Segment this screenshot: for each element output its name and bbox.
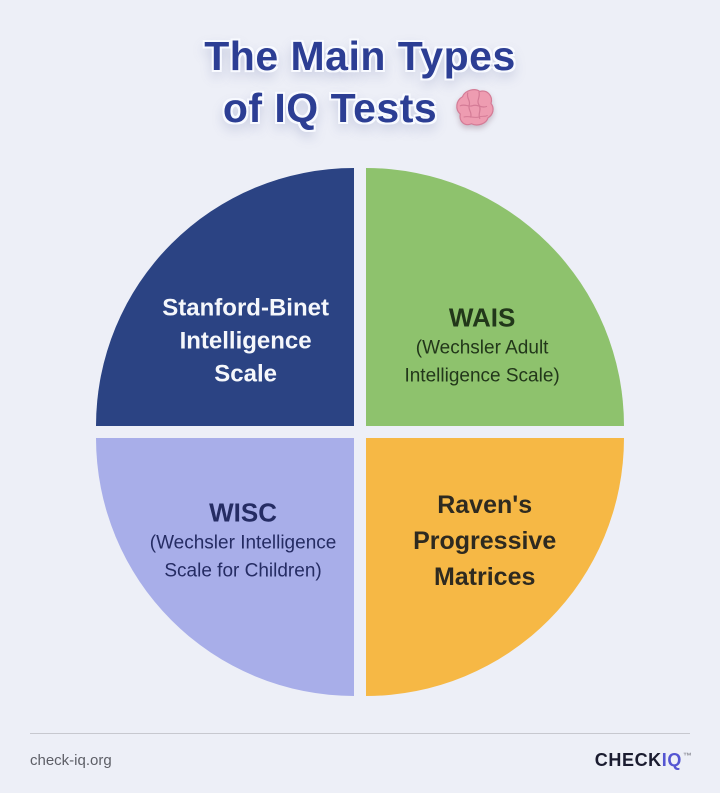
- quadrant-stanford-binet-label: Stanford-Binet Intelligence Scale: [162, 291, 329, 390]
- wais-subtitle-1: (Wechsler Adult: [415, 337, 549, 359]
- wisc-title: WISC: [209, 497, 277, 528]
- wais-subtitle-2: Intelligence Scale): [404, 365, 560, 387]
- checkiq-logo-iq: IQ: [661, 749, 682, 770]
- footer-divider: [30, 733, 690, 734]
- ravens-line-1: Raven's: [437, 491, 533, 520]
- wisc-subtitle-2: Scale for Children): [164, 560, 322, 582]
- checkiq-logo-check: CHECK: [594, 749, 662, 770]
- quadrant-wisc-label: WISC (Wechsler Intelligence Scale for Ch…: [150, 497, 337, 586]
- checkiq-logo: CHECKIQ™: [595, 750, 692, 771]
- stanford-line-1: Stanford-Binet: [162, 294, 329, 322]
- quadrant-stanford-binet: Stanford-Binet Intelligence Scale: [96, 168, 354, 426]
- stanford-line-2: Intelligence: [179, 327, 312, 355]
- title-line-2-text: of IQ Tests: [222, 85, 438, 131]
- brain-icon: [449, 84, 497, 132]
- quadrant-wais-label: WAIS (Wechsler Adult Intelligence Scale): [404, 302, 559, 391]
- quadrant-ravens-label: Raven's Progressive Matrices: [413, 487, 556, 595]
- footer-website: check-iq.org: [30, 751, 112, 769]
- stanford-line-3: Scale: [214, 360, 277, 388]
- page-title: The Main Types of IQ Tests: [0, 30, 720, 134]
- quadrant-ravens: Raven's Progressive Matrices: [366, 438, 624, 696]
- trademark-symbol: ™: [683, 750, 692, 761]
- quadrant-wisc: WISC (Wechsler Intelligence Scale for Ch…: [96, 438, 354, 696]
- wais-title: WAIS: [448, 302, 516, 333]
- title-line-2: of IQ Tests: [0, 82, 720, 134]
- iq-tests-pie: Stanford-Binet Intelligence Scale WAIS (…: [96, 168, 624, 696]
- ravens-line-2: Progressive: [413, 527, 557, 556]
- footer: check-iq.org CHECKIQ™: [30, 746, 692, 774]
- quadrant-wais: WAIS (Wechsler Adult Intelligence Scale): [366, 168, 624, 426]
- ravens-line-3: Matrices: [433, 563, 536, 592]
- wisc-subtitle-1: (Wechsler Intelligence: [149, 532, 337, 554]
- title-line-1: The Main Types: [204, 33, 516, 79]
